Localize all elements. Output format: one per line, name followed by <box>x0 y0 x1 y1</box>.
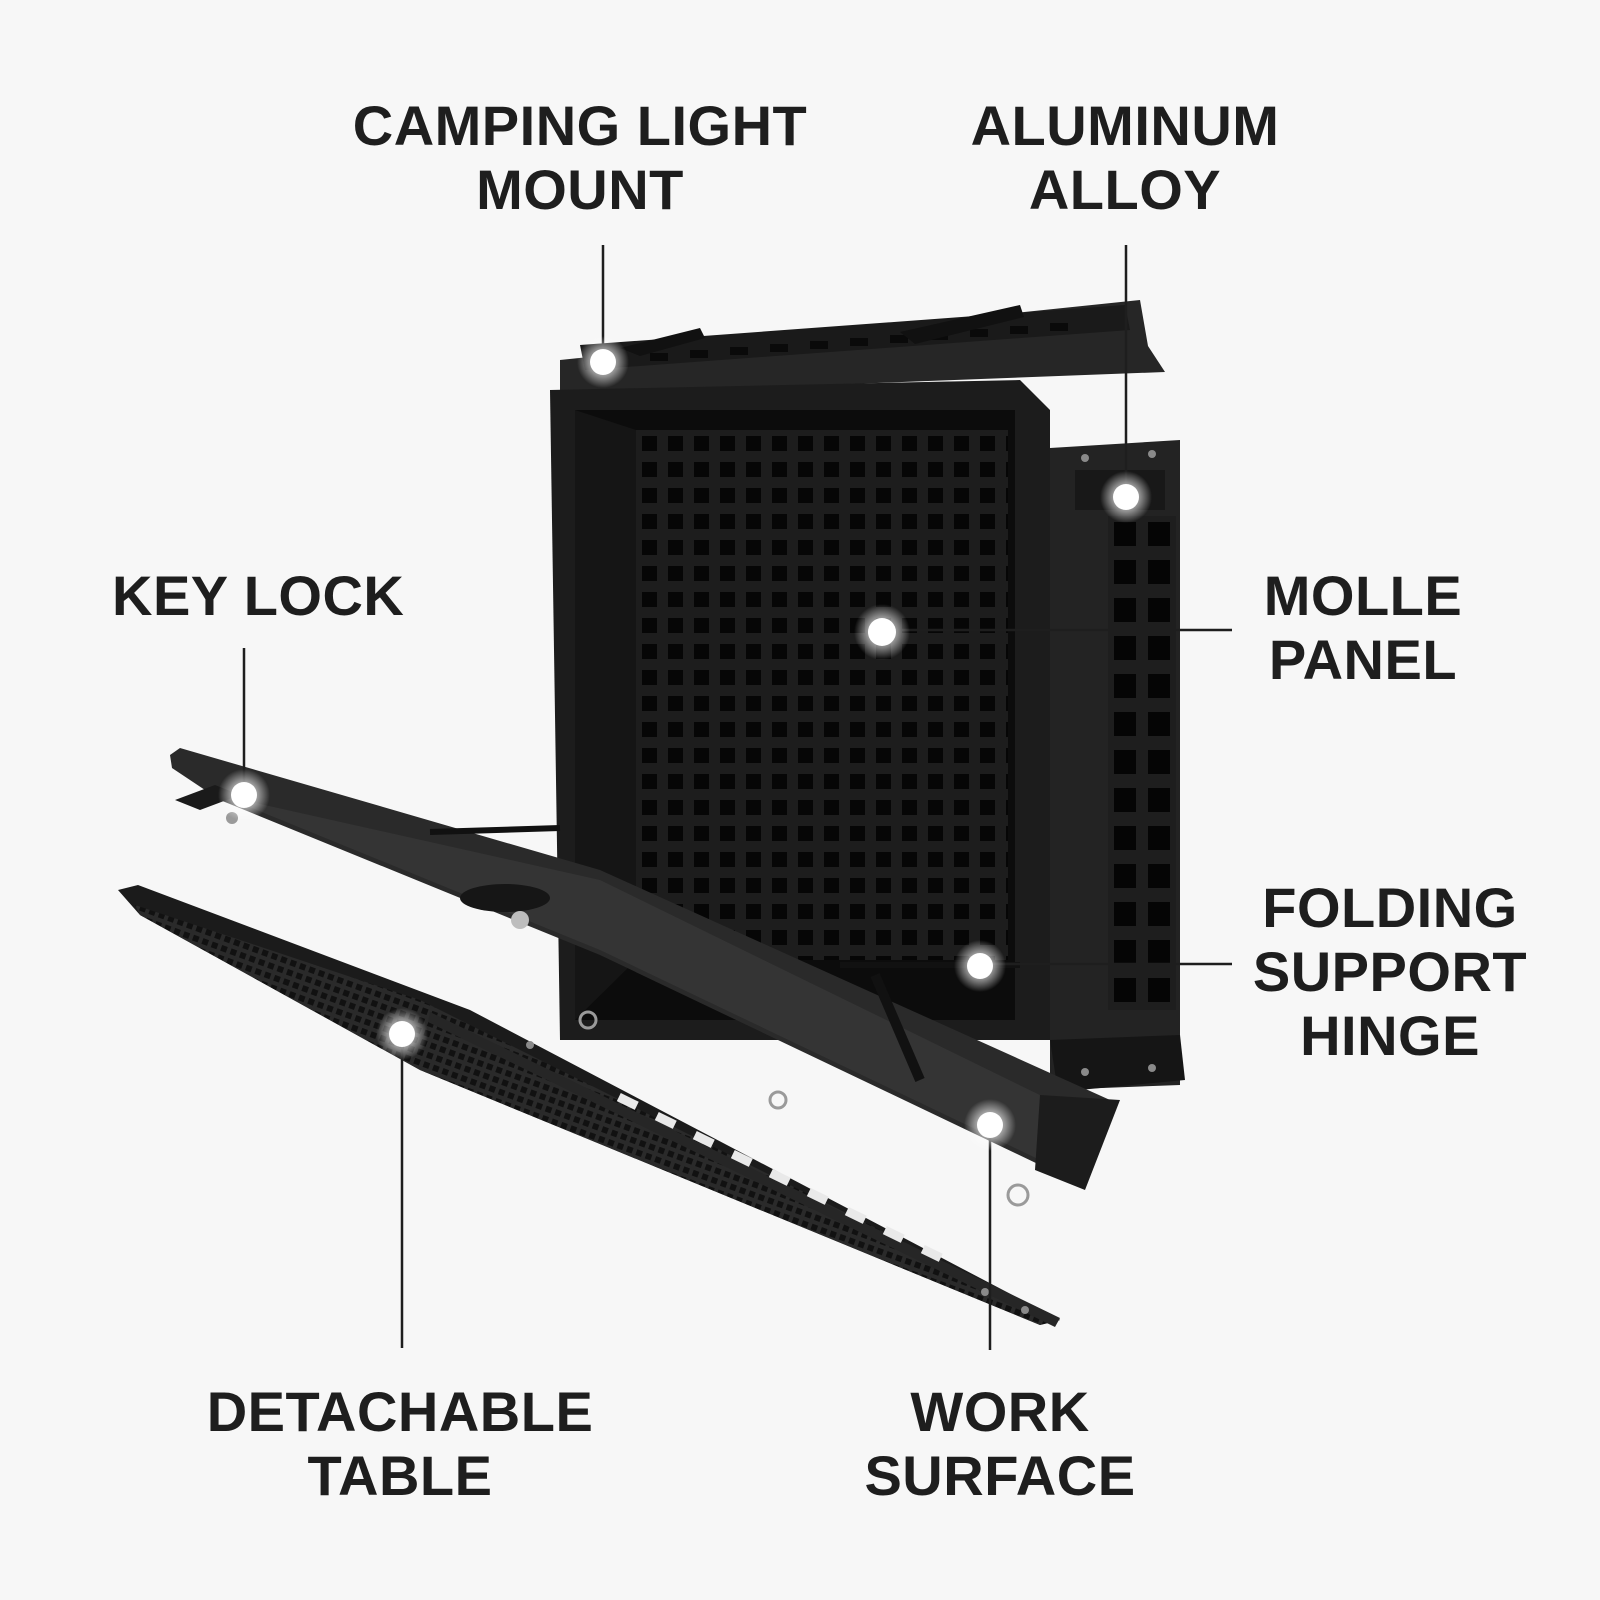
storage-box <box>550 300 1185 1092</box>
leader-lines <box>242 245 1232 1350</box>
callout-line: FOLDING <box>1262 876 1518 939</box>
callout-line: MOLLE <box>1263 564 1463 627</box>
white-dot-icon <box>964 1099 1016 1151</box>
callout-line: HINGE <box>1300 1004 1480 1067</box>
callout-line: PANEL <box>1268 628 1458 691</box>
white-dot-icon <box>376 1008 428 1060</box>
callout-line: CAMPING LIGHT <box>352 94 808 157</box>
callout-detachable-table: DETACHABLE TABLE <box>180 1380 620 1508</box>
callout-line: DETACHABLE <box>206 1380 594 1443</box>
callout-line: SUPPORT <box>1252 940 1528 1003</box>
callout-camping-light-mount: CAMPING LIGHT MOUNT <box>340 94 820 222</box>
white-dot-icon <box>218 769 270 821</box>
callout-aluminum-alloy: ALUMINUM ALLOY <box>945 94 1305 222</box>
callout-line: TABLE <box>307 1444 493 1507</box>
white-dot-icon <box>954 940 1006 992</box>
callout-line: WORK <box>910 1380 1090 1443</box>
callout-molle-panel: MOLLE PANEL <box>1238 564 1488 692</box>
callout-line: ALUMINUM <box>970 94 1280 157</box>
callout-line: MOUNT <box>476 158 684 221</box>
detachable-table-panel <box>118 885 1060 1327</box>
white-dot-icon <box>854 604 910 660</box>
callout-line: ALLOY <box>1028 158 1222 221</box>
callout-folding-support-hinge: FOLDING SUPPORT HINGE <box>1240 876 1540 1068</box>
markers <box>218 336 1152 1151</box>
callout-line: SURFACE <box>864 1444 1136 1507</box>
white-dot-icon <box>577 336 629 388</box>
callout-key-lock: KEY LOCK <box>112 564 432 628</box>
white-dot-icon <box>1100 471 1152 523</box>
callout-line: KEY LOCK <box>112 564 405 627</box>
callout-work-surface: WORK SURFACE <box>830 1380 1170 1508</box>
